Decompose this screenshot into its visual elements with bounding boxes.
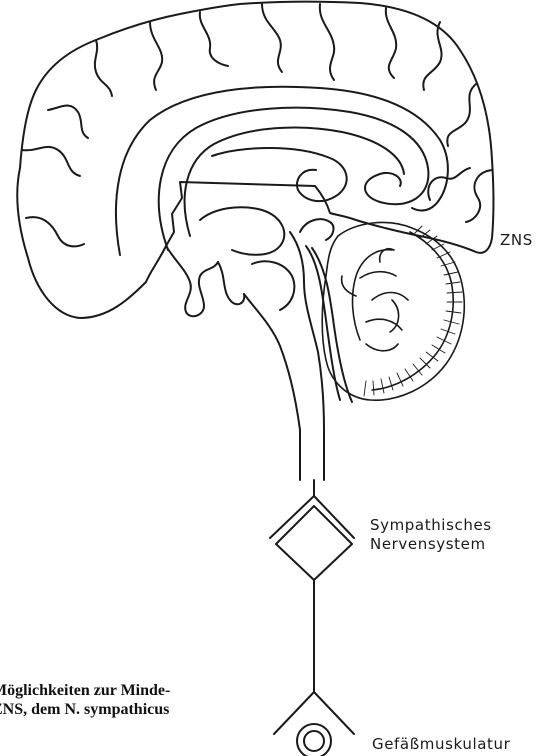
sulcus-11 <box>26 217 84 246</box>
sulcus-6 <box>386 8 396 78</box>
sympathetic-label-line2: Nervensystem <box>370 535 492 554</box>
tectum <box>300 219 333 240</box>
sulcus-5 <box>320 4 334 80</box>
corpus-callosum-inner <box>185 128 404 236</box>
sulcus-2 <box>150 22 162 90</box>
caption-line1: Möglichkeiten zur Minde- <box>0 682 292 701</box>
brainstem-front <box>244 294 300 430</box>
zns-label: ZNS <box>500 231 533 250</box>
sulcus-13 <box>428 168 470 200</box>
ganglion-diamond <box>276 506 352 580</box>
sympathetic-label-line1: Sympathisches <box>370 516 492 535</box>
vascular-muscle-label: Gefäßmuskulatur <box>372 735 510 754</box>
cingulate-gyrus <box>116 87 448 255</box>
sulcus-12 <box>48 106 88 138</box>
sulcus-8 <box>447 84 476 146</box>
target-cell-inner <box>304 731 324 751</box>
thalamus <box>200 207 284 255</box>
sulcus-4 <box>262 4 282 72</box>
fornix <box>212 148 347 201</box>
sulcus-3 <box>200 12 228 66</box>
sulcus-10 <box>22 147 80 176</box>
sulcus-7 <box>423 22 441 90</box>
arbor-vitae <box>342 249 408 351</box>
infundibulum <box>218 262 244 304</box>
sulcus-9 <box>466 170 492 222</box>
caption-line2: ZNS, dem N. sympathicus <box>0 701 292 720</box>
synapse-receptor-1 <box>270 496 354 538</box>
sympathetic-label: Sympathisches Nervensystem <box>370 516 492 554</box>
cerebrum-outline <box>17 2 493 318</box>
hypothalamus <box>166 246 218 316</box>
brainstem-bulge <box>252 261 294 310</box>
sulcus-1 <box>95 40 112 96</box>
figure-caption: Möglichkeiten zur Minde- ZNS, dem N. sym… <box>0 682 292 720</box>
